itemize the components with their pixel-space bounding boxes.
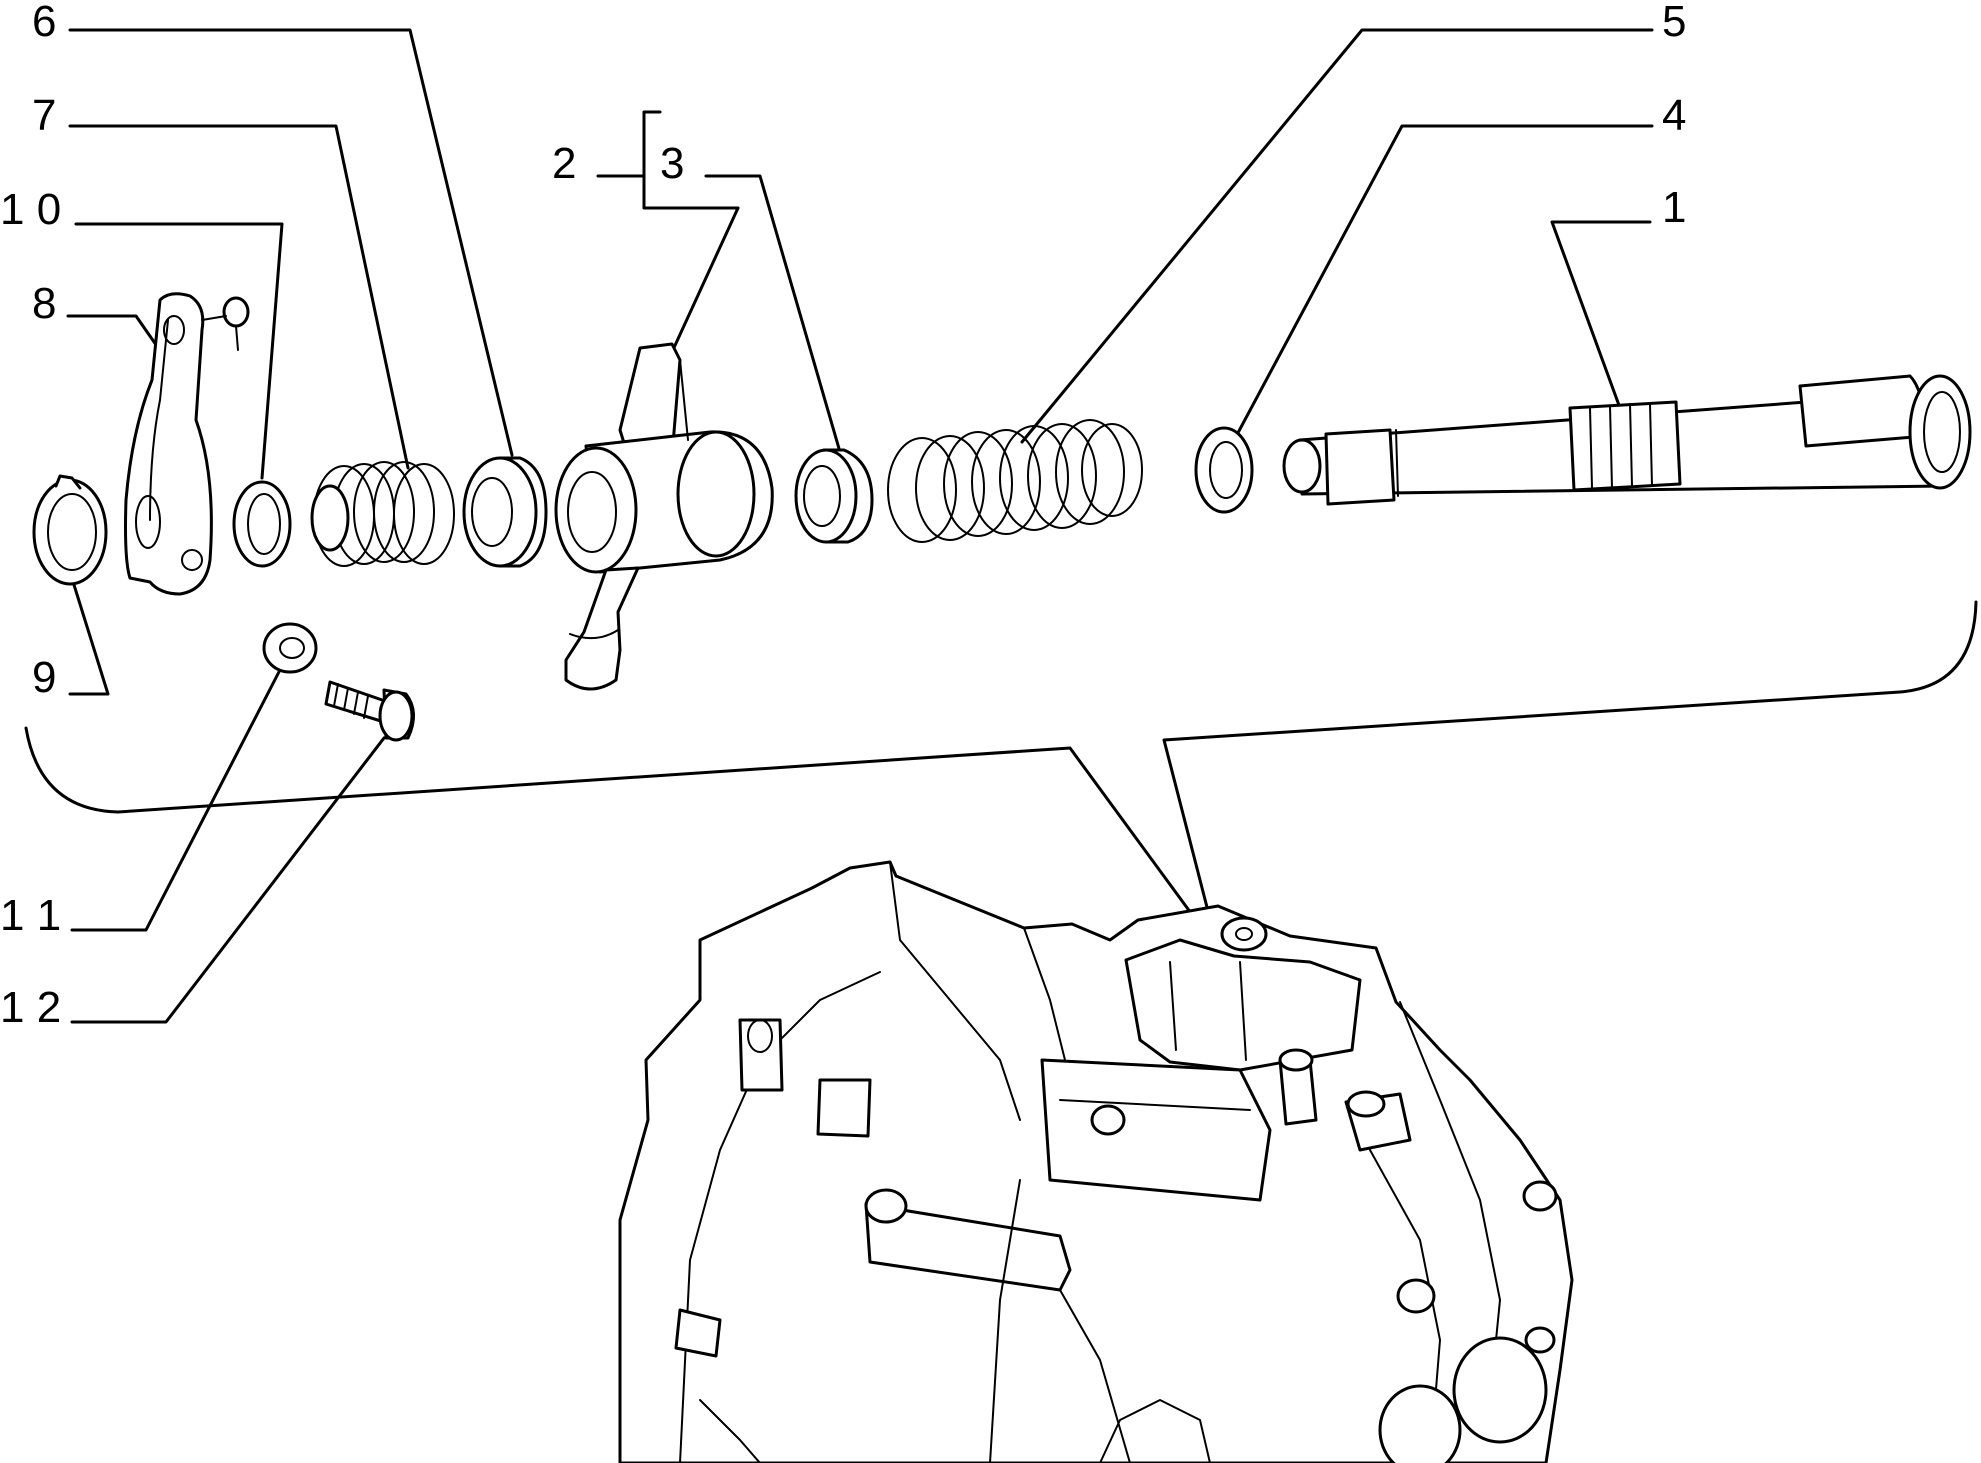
part-2-3-selector-fork [554, 342, 774, 691]
leader-line-4 [1230, 124, 1654, 446]
callout-label-12: 1 2 [0, 983, 61, 1032]
part-5-spring [887, 419, 1143, 543]
part-11-washer [262, 622, 318, 674]
leader-line-1 [1550, 220, 1652, 410]
assembly-group-bracket [24, 600, 1978, 952]
callout-label-3: 3 [660, 139, 684, 188]
callout-label-10: 1 0 [0, 185, 61, 234]
part-6-bushing [462, 456, 548, 568]
part-7-spring [310, 461, 455, 567]
leader-line-10 [74, 222, 284, 480]
part-8-selector-lever [124, 292, 250, 596]
part-4-washer [1194, 426, 1254, 514]
callout-label-5: 5 [1662, 0, 1686, 46]
part-12-screw [324, 680, 415, 742]
gearbox-housing-illustration [618, 860, 1574, 1463]
leader-line-7 [68, 124, 410, 470]
callout-label-11: 1 1 [0, 891, 61, 940]
part-1-shaft [1282, 374, 1972, 506]
callout-label-7: 7 [32, 91, 56, 140]
leader-bracket-2-3 [642, 110, 740, 210]
callout-label-9: 9 [32, 653, 56, 702]
part-10-washer [232, 480, 292, 568]
leader-line-2-to-fork [670, 206, 740, 354]
callout-label-2: 2 [552, 139, 576, 188]
callout-label-8: 8 [32, 279, 56, 328]
leader-line-6 [68, 28, 514, 457]
callout-label-6: 6 [32, 0, 56, 46]
callout-label-4: 4 [1662, 91, 1686, 140]
leader-line-5 [1020, 28, 1654, 444]
leader-lines [66, 28, 1654, 1024]
callout-label-1: 1 [1662, 183, 1686, 232]
part-3-ring [794, 448, 874, 544]
leader-line-11 [70, 664, 284, 932]
leader-line-12 [70, 736, 386, 1024]
leader-line-3 [704, 174, 842, 454]
part-9-circlip [32, 474, 108, 586]
leader-line-9 [68, 570, 110, 696]
